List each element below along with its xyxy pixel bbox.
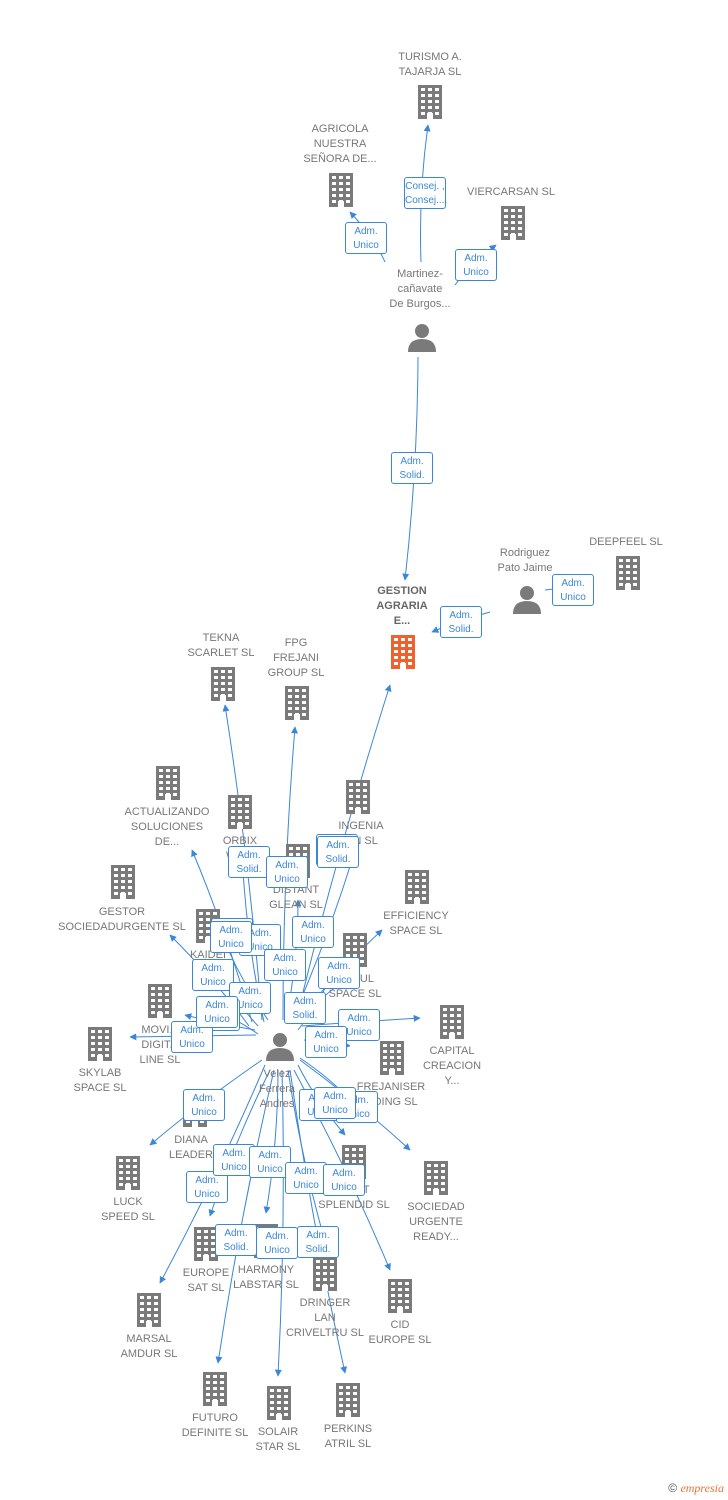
- person-icon-rodriguez[interactable]: [513, 586, 541, 614]
- building-icon-dringer[interactable]: [313, 1257, 337, 1291]
- node-label-harmony[interactable]: HARMONY LABSTAR SL: [233, 1264, 299, 1291]
- node-label-turismo[interactable]: TURISMO A. TAJARJA SL: [398, 51, 462, 78]
- edge-velez-futuro: [274, 1069, 284, 1377]
- building-icon-turismo[interactable]: [418, 85, 442, 119]
- building-icon-cid[interactable]: [388, 1279, 412, 1313]
- relation-badge-martinez-gestion[interactable]: Adm. Solid.: [391, 452, 433, 484]
- node-label-deepfeel[interactable]: DEEPFEEL SL: [589, 536, 663, 548]
- relation-badge-velez-dringer[interactable]: Adm. Unico: [285, 1162, 327, 1194]
- edge-velez-harmony: [263, 1069, 279, 1214]
- node-label-dringer[interactable]: DRINGER LAN CRIVELTRU SL: [285, 1297, 365, 1339]
- building-icon-solair[interactable]: [267, 1386, 291, 1420]
- brand-e: e: [680, 1481, 686, 1495]
- building-icon-fpg[interactable]: [285, 686, 309, 720]
- node-label-skylab[interactable]: SKYLAB SPACE SL: [73, 1067, 127, 1094]
- relation-badge-velez-marsal[interactable]: Adm. Solid.: [215, 1224, 257, 1256]
- building-icon-ingenia[interactable]: [346, 780, 370, 814]
- relation-badge-velez-tekna[interactable]: Adm. Solid.: [228, 846, 270, 878]
- relation-badge-velez-ingenia[interactable]: Adm. Unico: [210, 921, 252, 953]
- building-icon-movi[interactable]: [148, 984, 172, 1018]
- relation-badge-velez-kaidei[interactable]: Adm. Unico: [196, 996, 238, 1028]
- relation-badge-velez-cid[interactable]: Adm. Unico: [323, 1164, 365, 1196]
- node-label-perkins[interactable]: PERKINS ATRIL SL: [323, 1423, 373, 1450]
- node-label-cid[interactable]: CID EUROPE SL: [368, 1319, 432, 1346]
- building-icon-efficiency[interactable]: [405, 870, 429, 904]
- edge-velez-marsal: [215, 1069, 275, 1364]
- node-label-luck[interactable]: LUCK SPEED SL: [101, 1196, 155, 1223]
- person-icon-velez[interactable]: [266, 1033, 294, 1061]
- building-icon-gestor[interactable]: [111, 865, 135, 899]
- relation-badge-velez-futuro[interactable]: Adm. Unico: [256, 1227, 298, 1259]
- person-icon-martinez[interactable]: [408, 324, 436, 352]
- node-label-solair[interactable]: SOLAIR STAR SL: [255, 1426, 301, 1453]
- building-icon-deepfeel[interactable]: [616, 556, 640, 590]
- relation-badge-martinez-turismo[interactable]: Consej. , Consej....: [404, 177, 447, 209]
- relation-badge-velez-fpg[interactable]: Adm. Unico: [266, 856, 308, 888]
- building-icon-perkins[interactable]: [336, 1383, 360, 1417]
- relation-badge-velez-capital[interactable]: Adm. Unico: [338, 1009, 380, 1041]
- building-icon-sociedad[interactable]: [424, 1161, 448, 1195]
- node-label-sociedad[interactable]: SOCIEDAD URGENTE READY...: [407, 1201, 465, 1243]
- relation-badge-martinez-agricola[interactable]: Adm. Unico: [345, 222, 387, 254]
- building-icon-actualizando[interactable]: [156, 766, 180, 800]
- building-icon-marsal[interactable]: [137, 1293, 161, 1327]
- node-label-europesat[interactable]: EUROPE SAT SL: [182, 1267, 230, 1294]
- edge-velez-dringer: [287, 1069, 328, 1246]
- relation-badge-velez-perkins[interactable]: Adm. Solid.: [317, 836, 359, 868]
- relation-badge-velez-frejaniser[interactable]: Adm. Unico: [305, 1026, 347, 1058]
- footer-brand: © empresia: [668, 1481, 724, 1496]
- node-label-martinez[interactable]: Martinez- cañavate De Burgos...: [389, 268, 451, 310]
- relation-badge-velez-kaidei[interactable]: Adm. Unico: [229, 982, 271, 1014]
- building-icon-agricola[interactable]: [329, 173, 353, 207]
- brand-name: mpresia: [685, 1481, 724, 1495]
- node-label-agricola[interactable]: AGRICOLA NUESTRA SEÑORA DE...: [303, 123, 377, 165]
- relation-badge-velez-wonderful[interactable]: Adm. Solid.: [284, 992, 326, 1024]
- building-icon-europesat[interactable]: [194, 1227, 218, 1261]
- building-icon-skylab[interactable]: [88, 1027, 112, 1061]
- building-icon-luck[interactable]: [116, 1156, 140, 1190]
- edge-velez-solair: [289, 1069, 348, 1374]
- relation-badge-rodriguez-gestion[interactable]: Adm. Solid.: [440, 606, 482, 638]
- node-label-tekna[interactable]: TEKNA SCARLET SL: [187, 632, 255, 659]
- building-icon-orbix[interactable]: [228, 795, 252, 829]
- relation-badge-velez-diana[interactable]: Adm. Unico: [183, 1089, 225, 1121]
- node-label-viercarsan[interactable]: VIERCARSAN SL: [466, 186, 556, 198]
- node-label-fpg[interactable]: FPG FREJANI GROUP SL: [267, 637, 325, 679]
- copyright-symbol: ©: [668, 1481, 678, 1495]
- relation-badge-martinez-viercarsan[interactable]: Adm. Unico: [455, 249, 497, 281]
- node-label-actualizando[interactable]: ACTUALIZANDO SOLUCIONES DE...: [124, 806, 210, 848]
- relation-badge-velez-wonderful[interactable]: Adm. Unico: [314, 1087, 356, 1119]
- node-label-movi[interactable]: MOVI... DIGIT... LINE SL: [139, 1024, 181, 1066]
- building-icon-viercarsan[interactable]: [501, 206, 525, 240]
- relation-badge-velez-solair[interactable]: Adm. Solid.: [297, 1226, 339, 1258]
- node-label-gestion[interactable]: GESTION AGRARIA E...: [376, 585, 428, 627]
- node-label-rodriguez[interactable]: Rodriguez Pato Jaime: [497, 547, 553, 574]
- building-icon-tekna[interactable]: [211, 667, 235, 701]
- building-icon-gestion[interactable]: [391, 635, 415, 669]
- building-icon-futuro[interactable]: [203, 1372, 227, 1406]
- node-label-gestor[interactable]: GESTOR SOCIEDADURGENTE SL: [58, 906, 186, 933]
- relation-badge-velez-movi[interactable]: Adm. Unico: [318, 957, 360, 989]
- relation-badge-rodriguez-deepfeel[interactable]: Adm. Unico: [552, 574, 594, 606]
- building-icon-capital[interactable]: [440, 1005, 464, 1039]
- node-label-efficiency[interactable]: EFFICIENCY SPACE SL: [383, 910, 449, 937]
- node-label-futuro[interactable]: FUTURO DEFINITE SL: [181, 1412, 249, 1439]
- relation-badge-velez-luck[interactable]: Adm. Unico: [186, 1171, 228, 1203]
- node-label-diana[interactable]: DIANA LEADER: [168, 1134, 214, 1161]
- relation-badge-velez-gestor[interactable]: Adm. Unico: [192, 959, 234, 991]
- building-icon-frejaniser[interactable]: [380, 1041, 404, 1075]
- node-label-velez[interactable]: Velez Ferrera Andres: [258, 1068, 296, 1110]
- node-label-marsal[interactable]: MARSAL AMDUR SL: [120, 1333, 178, 1360]
- node-label-ingenia[interactable]: INGENIA ...N SL: [338, 820, 384, 847]
- relation-badge-velez-europesat[interactable]: Adm. Unico: [213, 1144, 255, 1176]
- node-label-capital[interactable]: CAPITAL CREACION Y...: [422, 1045, 482, 1087]
- relation-badge-velez-distant[interactable]: Adm. Unico: [264, 949, 306, 981]
- relation-badge-velez-efficiency[interactable]: Adm. Unico: [292, 916, 334, 948]
